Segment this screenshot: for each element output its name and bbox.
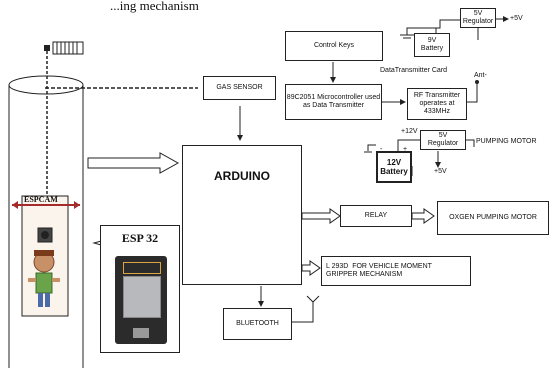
sensor-mount-dot bbox=[44, 45, 50, 51]
control-keys-label: Control Keys bbox=[314, 42, 354, 50]
esp32-board-image bbox=[115, 256, 167, 344]
control-keys-block: Control Keys bbox=[285, 31, 383, 61]
regulator-5v-label: 5V Regulator bbox=[428, 132, 458, 148]
arduino-block: ARDUINO bbox=[182, 145, 302, 285]
plus5v-top-label: +5V bbox=[510, 15, 523, 22]
relay-block: RELAY bbox=[340, 205, 412, 227]
bluetooth-label: BLUETOOTH bbox=[236, 320, 279, 328]
arrow-arduino-to-l293d bbox=[302, 261, 320, 275]
arrow-relay-to-oxygen bbox=[412, 209, 434, 223]
battery-12v-pos-sign: + bbox=[403, 146, 407, 153]
arduino-label: ARDUINO bbox=[214, 170, 270, 184]
regulator-9v-block: 5V Regulator bbox=[460, 8, 496, 28]
data-transmitter-card-label: DataTransmitter Card bbox=[380, 67, 447, 74]
esp32-module-shield bbox=[123, 276, 161, 318]
battery-12v-block: 12V Battery bbox=[376, 151, 412, 183]
arrow-pipe-to-arduino bbox=[88, 153, 178, 173]
pumping-motor-label: PUMPING MOTOR bbox=[476, 138, 537, 145]
oxygen-pumping-motor-block: OXGEN PUMPING MOTOR bbox=[437, 201, 549, 235]
arrow-arduino-to-relay bbox=[302, 209, 340, 223]
gas-sensor-label: GAS SENSOR bbox=[216, 84, 262, 92]
l293d-block: L 293D FOR VEHICLE MOMENT GRIPPER MECHAN… bbox=[321, 256, 471, 286]
battery-9v-block: 9V Battery bbox=[414, 33, 450, 57]
battery-12v-label: 12V Battery bbox=[380, 158, 408, 176]
antenna-label: Ant- bbox=[474, 72, 487, 79]
espcam-capsule bbox=[12, 196, 80, 316]
gas-sensor-block: GAS SENSOR bbox=[203, 76, 276, 100]
esp32-label: ESP 32 bbox=[122, 232, 158, 246]
oxygen-pumping-motor-label: OXGEN PUMPING MOTOR bbox=[449, 214, 537, 222]
plus5v-label: +5V bbox=[434, 168, 447, 175]
regulator-5v-block: 5V Regulator bbox=[420, 130, 466, 150]
espcam-label: ESPCAM bbox=[24, 195, 58, 204]
battery-9v-label: 9V Battery bbox=[421, 37, 443, 53]
regulator-9v-label: 5V Regulator bbox=[463, 10, 493, 26]
esp32-antenna-trace bbox=[123, 262, 161, 274]
rf-transmitter-label: RF Transmitter operates at 433MHz bbox=[408, 92, 466, 116]
battery-12v-neg-sign: - bbox=[380, 146, 382, 153]
microcontroller-label: 89C2051 Microcontroller used as Data Tra… bbox=[286, 94, 381, 110]
rf-antenna bbox=[467, 81, 479, 103]
plus12v-label: +12V bbox=[401, 128, 418, 135]
l293d-label: L 293D FOR VEHICLE MOMENT GRIPPER MECHAN… bbox=[326, 263, 432, 279]
relay-label: RELAY bbox=[365, 212, 387, 220]
rf-transmitter-block: RF Transmitter operates at 433MHz bbox=[407, 88, 467, 120]
microcontroller-block: 89C2051 Microcontroller used as Data Tra… bbox=[285, 84, 382, 120]
bluetooth-block: BLUETOOTH bbox=[223, 308, 292, 340]
bluetooth-antenna bbox=[292, 296, 319, 322]
esp32-usb-port bbox=[133, 328, 149, 338]
